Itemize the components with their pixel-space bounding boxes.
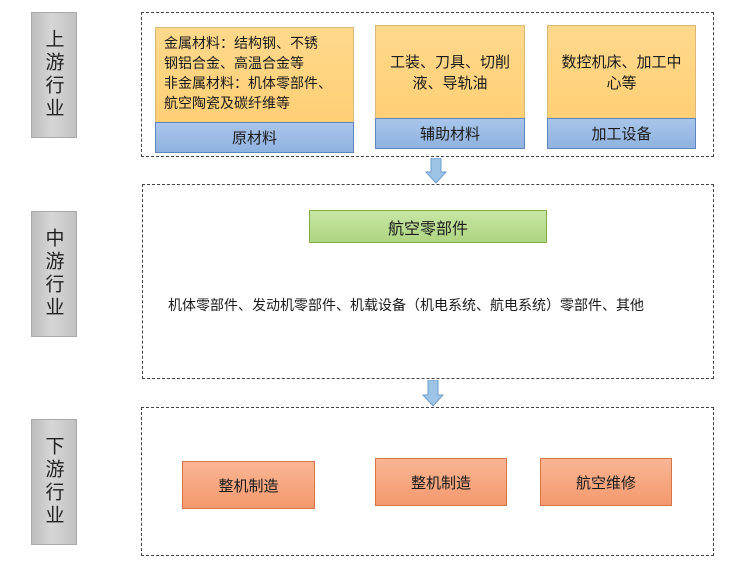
- midstream-section: [142, 184, 714, 379]
- equipment-label: 加工设备: [547, 118, 696, 149]
- down-arrow-icon: [422, 380, 444, 407]
- stage-label-downstream: 下游行业: [31, 419, 77, 545]
- equipment-desc-line2: 心等: [606, 73, 637, 92]
- aux-materials-desc-line2: 液、导轨油: [412, 73, 488, 92]
- downstream-section: [141, 407, 714, 556]
- downstream-item-1: 整机制造: [182, 461, 315, 509]
- upstream-section: [141, 12, 714, 157]
- aux-materials-desc-line1: 工装、刀具、切削: [389, 52, 510, 71]
- equipment-desc: 数控机床、加工中 心等: [547, 25, 696, 120]
- downstream-item-2: 整机制造: [375, 458, 507, 506]
- raw-materials-desc-line4: 航空陶瓷及碳纤维等: [164, 96, 290, 112]
- raw-materials-desc: 金属材料：结构钢、不锈 钢铝合金、高温合金等 非金属材料：机体零部件、 航空陶瓷…: [155, 27, 354, 123]
- midstream-title-box: 航空零部件: [309, 210, 547, 243]
- raw-materials-label: 原材料: [155, 122, 354, 153]
- raw-materials-label-text: 原材料: [231, 129, 277, 147]
- stage-label-upstream: 上游行业: [31, 12, 77, 138]
- stage-label-midstream-text: 中游行业: [42, 228, 65, 320]
- aux-materials-desc: 工装、刀具、切削 液、导轨油: [375, 25, 525, 120]
- down-arrow-icon: [425, 158, 447, 184]
- stage-label-upstream-text: 上游行业: [42, 29, 65, 121]
- equipment-desc-line1: 数控机床、加工中: [561, 52, 682, 71]
- downstream-item-2-label: 整机制造: [410, 473, 471, 492]
- downstream-item-3-label: 航空维修: [575, 473, 636, 492]
- equipment-label-text: 加工设备: [591, 125, 652, 143]
- raw-materials-desc-line1: 金属材料：结构钢、不锈: [164, 36, 318, 52]
- downstream-item-3: 航空维修: [540, 458, 672, 506]
- stage-label-midstream: 中游行业: [31, 211, 77, 337]
- midstream-title: 航空零部件: [387, 218, 468, 238]
- downstream-item-1-label: 整机制造: [218, 476, 279, 495]
- aux-materials-label: 辅助材料: [375, 118, 525, 149]
- raw-materials-desc-line2: 钢铝合金、高温合金等: [164, 56, 304, 72]
- stage-label-downstream-text: 下游行业: [42, 436, 65, 528]
- midstream-description: 机体零部件、发动机零部件、机载设备（机电系统、航电系统）零部件、其他: [168, 298, 644, 314]
- raw-materials-desc-line3: 非金属材料：机体零部件、: [164, 76, 332, 92]
- aux-materials-label-text: 辅助材料: [419, 125, 480, 143]
